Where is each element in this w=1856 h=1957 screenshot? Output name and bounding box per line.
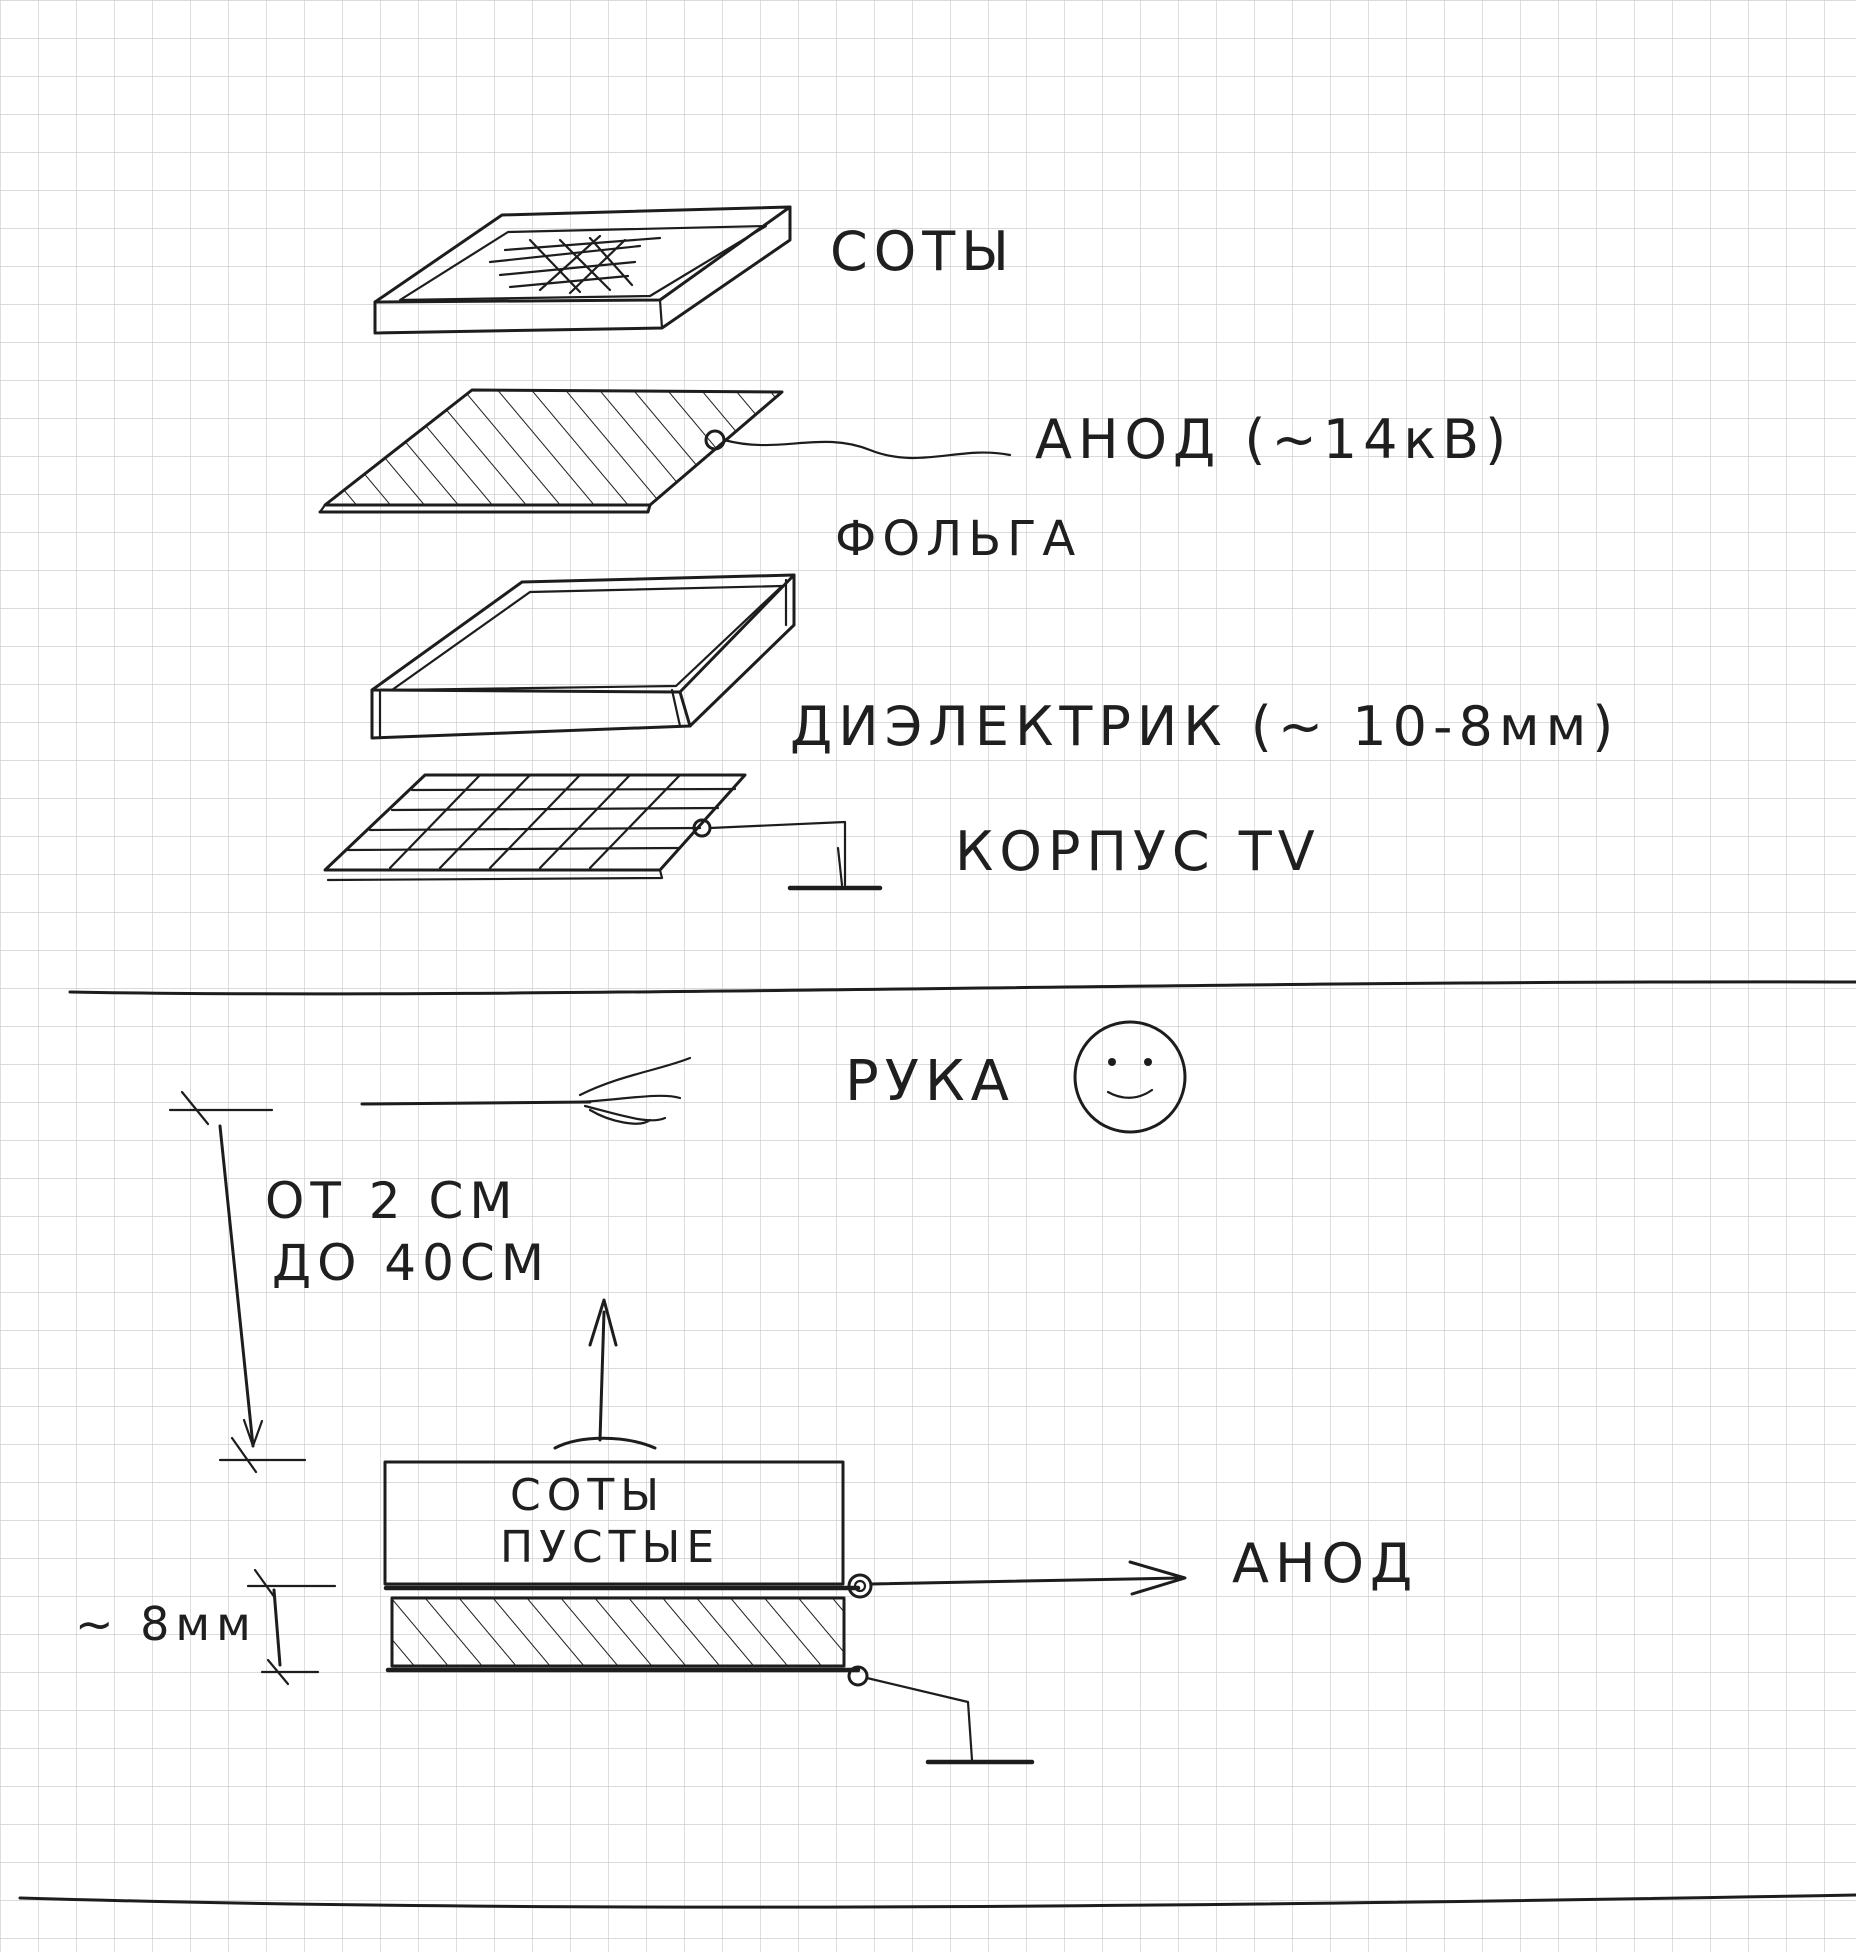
label-thickness: ~ 8мм [75,1597,257,1651]
label-anode: АНОД (~14кВ) [1035,408,1512,471]
ground-symbol-icon [787,846,883,891]
label-foil: ФОЛЬГА [835,511,1081,567]
dielectric-layer [370,573,796,740]
label-tv-case: КОРПУС TV [955,820,1321,883]
tv-case-layer [323,773,883,891]
anode-connection [847,1560,1187,1599]
label-distance-line2: ДО 40СМ [272,1234,550,1292]
separator-line-bottom [18,1893,1856,1909]
anode-foil-layer [318,388,1012,514]
ground-connection [847,1665,974,1762]
label-hand: РУКА [845,1049,1015,1114]
distance-dimension [168,1090,307,1474]
anode-wire [722,438,1012,460]
label-anode-lower: АНОД [1232,1532,1418,1595]
movement-arrow [553,1298,657,1450]
honeycomb-layer [373,205,792,335]
label-dielectric: ДИЭЛЕКТРИК (~ 10-8мм) [790,695,1619,758]
honeycomb-empty-box [383,1460,845,1586]
hand-sketch [360,1056,692,1125]
smiley-face-icon [1073,1020,1187,1134]
separator-line-top [68,980,1856,996]
tv-case-wire [708,820,847,887]
label-honeycomb: СОТЫ [830,220,1015,283]
thickness-dimension [246,1568,337,1686]
dielectric-hatched-box [390,1596,846,1668]
label-honeycomb-empty-line2: ПУСТЫЕ [500,1522,720,1573]
label-distance-line1: ОТ 2 СМ [265,1172,519,1230]
label-honeycomb-empty-line1: СОТЫ [510,1470,665,1521]
